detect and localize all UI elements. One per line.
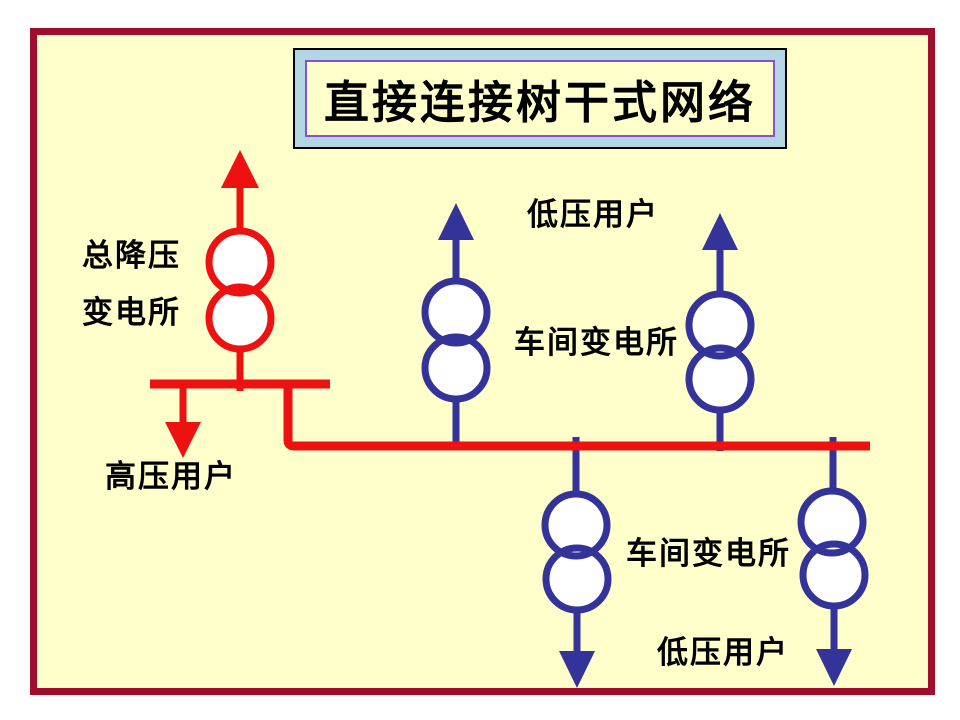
workshop-substation-mid-label: 车间变电所 xyxy=(514,325,679,361)
slide-title: 直接连接树干式网络 xyxy=(305,60,775,137)
workshop-transformer-branch-down-left xyxy=(541,437,612,688)
lv-users-arrow-up-icon xyxy=(702,213,738,250)
transformer-symbol-icon xyxy=(421,277,491,347)
transformer-symbol-icon xyxy=(797,487,867,557)
lv-users-top-label: 低压用户 xyxy=(527,197,659,233)
lv-network xyxy=(421,203,869,688)
main-substation-label-line2: 变电所 xyxy=(82,295,181,331)
hv-supply-arrow-up-icon xyxy=(221,150,259,188)
lv-users-arrow-up-icon xyxy=(438,203,474,240)
lv-users-arrow-down-icon xyxy=(816,649,852,686)
transformer-symbol-icon xyxy=(685,290,755,360)
hv-trunk-line xyxy=(283,384,870,451)
workshop-transformer-branch-up-left xyxy=(421,203,491,449)
workshop-transformer-branch-up-right xyxy=(685,213,755,451)
hv-users-feeder xyxy=(165,384,201,458)
slide-title-box: 直接连接树干式网络 xyxy=(293,48,787,149)
main-substation-symbol xyxy=(205,150,275,391)
hv-users-arrow-down-icon xyxy=(165,422,201,458)
main-substation-label-line1: 总降压 xyxy=(82,238,181,274)
workshop-transformer-branch-down-right xyxy=(797,437,869,686)
lv-users-arrow-down-icon xyxy=(559,651,595,688)
workshop-substation-bottom-label: 车间变电所 xyxy=(626,536,791,572)
lv-users-bottom-label: 低压用户 xyxy=(657,635,789,671)
hv-network xyxy=(150,150,870,458)
hv-users-label: 高压用户 xyxy=(105,459,237,495)
transformer-symbol-icon xyxy=(205,227,275,297)
transformer-symbol-icon xyxy=(541,490,611,560)
